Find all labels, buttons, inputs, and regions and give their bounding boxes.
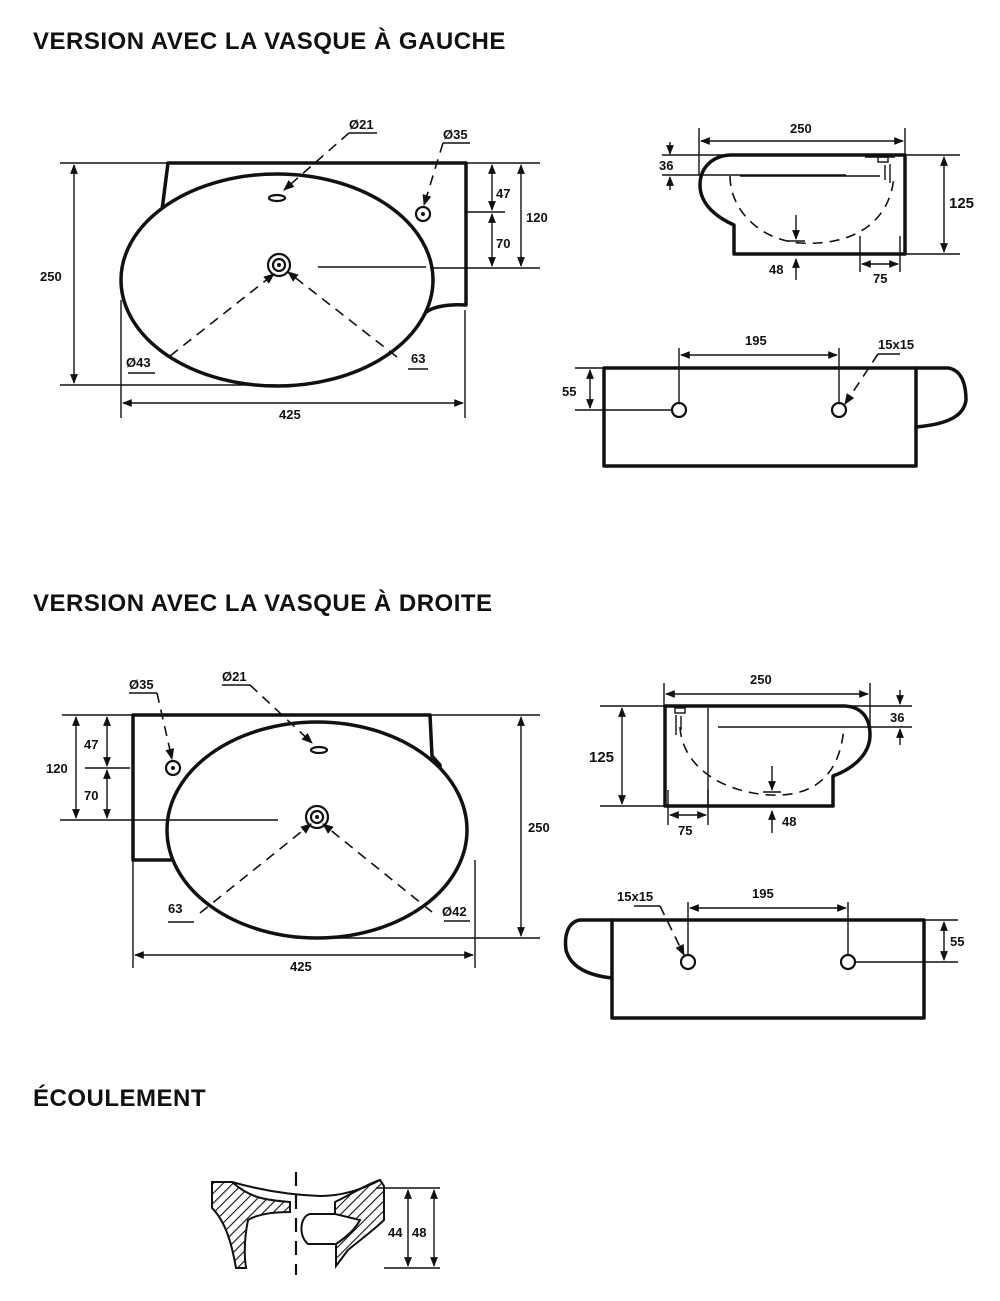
label-r-tap-diameter: Ø35 [129,677,154,692]
label-r-drain-radius: 63 [168,901,182,916]
label-r-overflow-diameter: Ø21 [222,669,247,684]
label-back-height: 55 [562,384,576,399]
label-r-tap-top: 47 [84,737,98,752]
right-back-view: 15x15 195 55 [563,886,964,1020]
label-side-height: 125 [949,195,974,212]
label-r-tap-total: 120 [46,761,68,776]
drain-section-view: 44 48 [211,1172,440,1275]
left-back-view: 195 15x15 55 [562,333,968,468]
label-drain-radius: 63 [411,351,425,366]
label-r-side-rim: 36 [890,710,904,725]
label-r-side-back: 75 [678,823,692,838]
right-side-view: 250 36 125 75 48 [589,672,912,838]
label-tap-total: 120 [526,210,548,225]
label-r-side-drain: 48 [782,814,796,829]
label-drain-diameter: Ø43 [126,355,151,370]
title-drain: ÉCOULEMENT [33,1085,206,1112]
label-side-rim: 36 [659,158,673,173]
label-height: 250 [40,269,62,284]
left-top-view: Ø21 Ø35 250 425 47 70 120 Ø43 63 [40,117,548,422]
label-overflow-diameter: Ø21 [349,117,374,132]
label-r-side-width: 250 [750,672,772,687]
label-side-width: 250 [790,121,812,136]
right-top-view: Ø35 Ø21 47 70 120 250 425 63 Ø42 [46,669,550,974]
label-tap-bottom: 70 [496,236,510,251]
label-r-back-spacing: 195 [752,886,774,901]
label-back-hole: 15x15 [878,337,914,352]
label-r-drain-diameter: Ø42 [442,904,467,919]
left-side-view: 250 36 125 48 75 [659,121,974,286]
title-right-version: VERSION AVEC LA VASQUE À DROITE [33,590,493,617]
label-side-back: 75 [873,271,887,286]
label-r-back-height: 55 [950,934,964,949]
label-r-side-height: 125 [589,749,614,766]
label-back-spacing: 195 [745,333,767,348]
label-r-back-hole: 15x15 [617,889,653,904]
label-r-tap-bottom: 70 [84,788,98,803]
label-r-height: 250 [528,820,550,835]
label-drain-inner: 44 [388,1225,403,1240]
label-width: 425 [279,407,301,422]
label-tap-diameter: Ø35 [443,127,468,142]
label-r-width: 425 [290,959,312,974]
label-side-drain: 48 [769,262,783,277]
label-drain-outer: 48 [412,1225,426,1240]
label-tap-top: 47 [496,186,510,201]
title-left-version: VERSION AVEC LA VASQUE À GAUCHE [33,28,506,55]
